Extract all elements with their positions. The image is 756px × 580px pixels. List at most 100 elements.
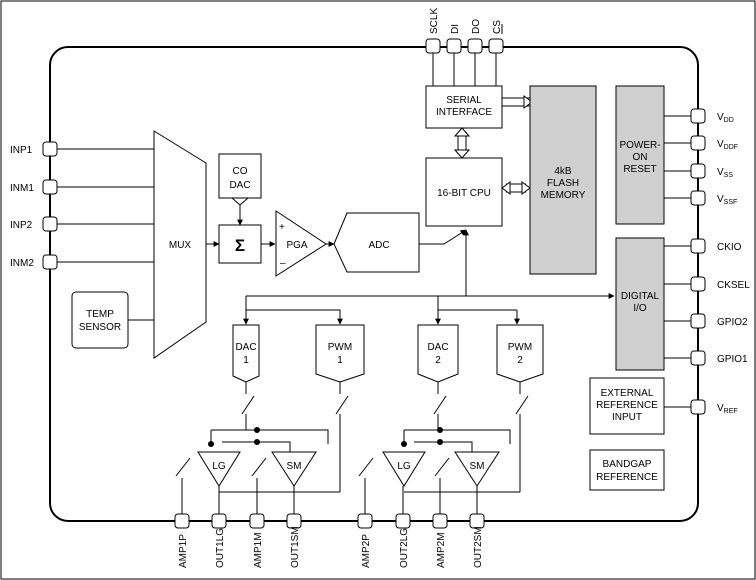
- pin-cs: [488, 38, 504, 54]
- dac2-label-1: DAC: [427, 342, 448, 353]
- dac2-block: DAC 2: [417, 324, 459, 383]
- pin-label-out1lg: OUT1LG: [215, 528, 226, 568]
- amp-section-2: LG SM: [358, 382, 529, 514]
- pwm2-label-1: PWM: [508, 342, 532, 353]
- pin-amp2p: [357, 513, 373, 529]
- top-pins: SCLK DI DO CS: [425, 8, 504, 86]
- serial-cpu-arrow-down: [453, 149, 471, 159]
- lg2-amplifier: [382, 451, 426, 487]
- power-on-reset-block: [615, 85, 665, 225]
- pin-label-inm2: INM2: [10, 258, 34, 269]
- junction-dot: [208, 441, 214, 447]
- power-wires: [664, 115, 691, 199]
- pin-label-vdd: VDD: [717, 112, 734, 124]
- pin-inp2: [42, 216, 58, 232]
- pin-cksel: [690, 276, 706, 292]
- cpu-block: [425, 157, 503, 227]
- sm2-label: SM: [470, 461, 485, 472]
- por-label-1: POWER-: [619, 140, 660, 151]
- flash-label-2: FLASH: [547, 178, 579, 189]
- temp-sensor-label-1: TEMP: [86, 309, 114, 320]
- pin-sclk: [425, 38, 441, 54]
- dac2-switch: [433, 382, 447, 430]
- lg1-label: LG: [212, 461, 226, 472]
- pin-vss: [690, 163, 706, 179]
- pin-label-gpio1: GPIO1: [717, 354, 748, 365]
- pwm1-block: PWM 1: [315, 324, 365, 383]
- temp-sensor-block: [71, 291, 129, 349]
- bandgap-label-2: REFERENCE: [596, 472, 658, 483]
- dio-label-1: DIGITAL: [621, 291, 660, 302]
- mux-label: MUX: [169, 240, 192, 251]
- co-dac-block: [218, 153, 262, 199]
- ext-ref-label-1: EXTERNAL: [601, 388, 654, 399]
- bottom-pins: AMP1P OUT1LG AMP1M OUT1SM AMP2P OUT2LG A…: [174, 513, 485, 568]
- pin-gpio1: [690, 350, 706, 366]
- pga-block: [275, 210, 327, 277]
- right-pins: VDD VDDF VSS VSSF CKIO CKSEL GPIO2 GPIO1…: [664, 108, 750, 415]
- sm2-amplifier: [454, 451, 500, 487]
- amp2m-switch: [434, 457, 450, 514]
- pin-vdd: [690, 108, 706, 124]
- pin-label-amp2m: AMP2M: [436, 532, 447, 568]
- external-reference-block: [589, 377, 665, 435]
- amp1p-switch: [175, 457, 191, 514]
- flash-label-3: MEMORY: [541, 190, 586, 201]
- amp1m-switch: [251, 457, 267, 514]
- ext-ref-label-3: INPUT: [612, 412, 642, 423]
- serial-flash-arrow: [523, 95, 533, 109]
- junction-dot: [254, 427, 260, 433]
- serial-interface-label-1: SERIAL: [446, 95, 482, 106]
- pin-vref: [690, 399, 706, 415]
- pin-label-inp2: INP2: [10, 220, 33, 231]
- pin-label-di: DI: [450, 24, 461, 34]
- pga-plus: +: [279, 222, 285, 233]
- co-dac-label-2: DAC: [229, 180, 250, 191]
- flash-label-1: 4kB: [554, 166, 572, 177]
- sm1-amplifier: [271, 451, 317, 487]
- pin-label-vddf: VDDF: [717, 139, 738, 151]
- pwm2-label-2: 2: [517, 355, 523, 366]
- dio-label-2: I/O: [633, 303, 647, 314]
- pin-label-vref: VREF: [717, 403, 738, 415]
- pin-label-vssf: VSSF: [717, 194, 737, 206]
- digital-io-wires: [664, 245, 691, 359]
- amp1-rail-top: [211, 429, 329, 444]
- pwm2-switch: [515, 382, 529, 492]
- input-wires: [57, 148, 154, 263]
- pin-amp1m: [249, 513, 265, 529]
- mux-block: [153, 130, 207, 359]
- pin-label-out2lg: OUT2LG: [399, 528, 410, 568]
- junction-dot: [437, 439, 443, 445]
- pga-minus: –: [280, 258, 286, 269]
- lg1-amplifier: [197, 451, 241, 487]
- pin-out1sm: [286, 513, 302, 529]
- dac1-label-2: 1: [243, 355, 249, 366]
- serial-interface-block: [425, 85, 503, 129]
- amp1-rail-mid: [222, 441, 291, 452]
- pin-label-cs: CS: [492, 20, 503, 34]
- pin-inp1: [42, 141, 58, 157]
- sigma-label: Σ: [235, 236, 245, 255]
- sm1-label: SM: [287, 461, 302, 472]
- cpu-label: 16-BIT CPU: [437, 188, 491, 199]
- pin-label-amp1m: AMP1M: [253, 532, 264, 568]
- adc-to-cpu-wire: [419, 229, 467, 245]
- digital-io-block: [615, 237, 665, 371]
- pin-vddf: [690, 135, 706, 151]
- pin-label-do: DO: [471, 19, 482, 34]
- dac1-label-1: DAC: [235, 342, 256, 353]
- pin-label-vss: VSS: [717, 167, 733, 179]
- pin-label-ckio: CKIO: [717, 242, 742, 253]
- pin-di: [446, 38, 462, 54]
- pin-inm2: [42, 254, 58, 270]
- pin-out2lg: [395, 513, 411, 529]
- pwm1-switch: [335, 382, 349, 492]
- pin-vssf: [690, 190, 706, 206]
- bus-branch-2: [437, 296, 517, 312]
- bandgap-label-1: BANDGAP: [603, 459, 652, 470]
- pin-label-amp1p: AMP1P: [178, 534, 189, 568]
- junction-dot: [437, 427, 443, 433]
